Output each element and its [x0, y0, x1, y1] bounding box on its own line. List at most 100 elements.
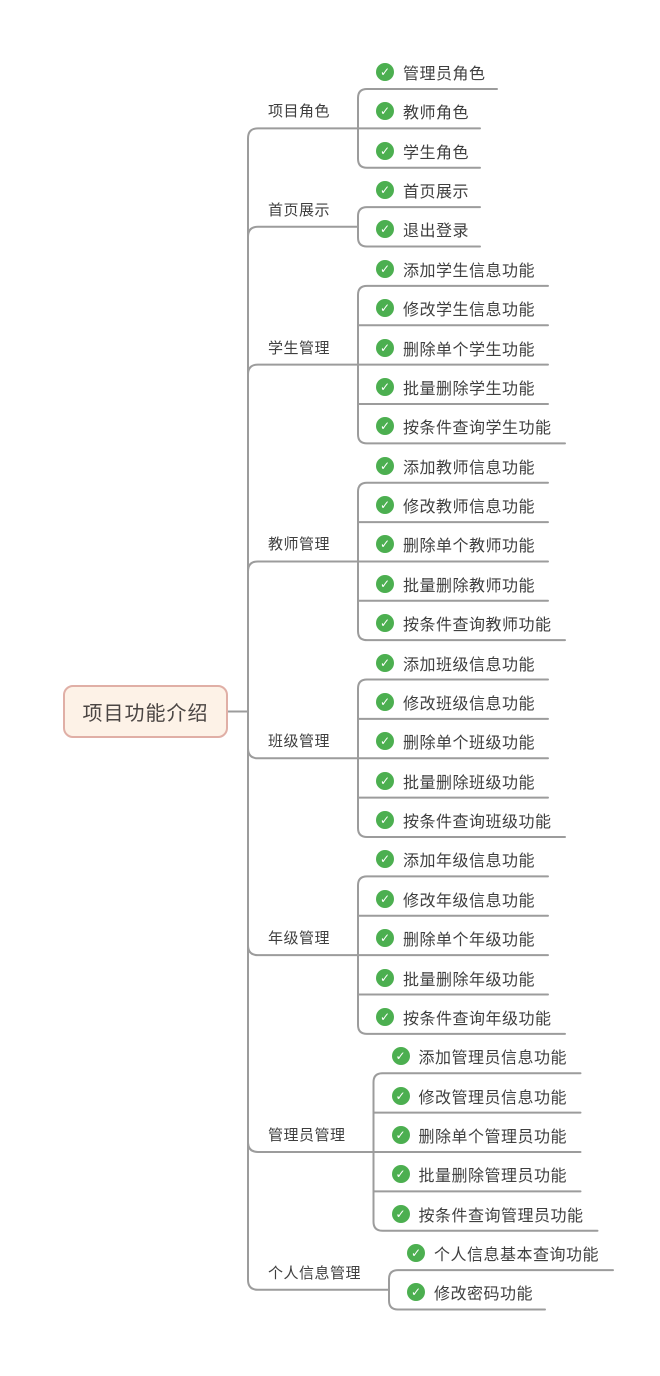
leaf-topic-label: 批量删除管理员功能 [418, 1166, 568, 1186]
leaf-topic[interactable]: ✓ 删除单个学生功能 [376, 335, 535, 361]
leaf-topic-label: 教师角色 [403, 103, 470, 123]
leaf-topic-label: 修改班级信息功能 [403, 693, 536, 713]
check-circle-icon: ✓ [376, 181, 394, 200]
leaf-topic[interactable]: ✓ 批量删除教师功能 [376, 571, 535, 597]
check-circle-icon: ✓ [376, 535, 394, 554]
check-circle-icon: ✓ [391, 1125, 410, 1144]
leaf-topic-label: 删除单个管理员功能 [418, 1126, 568, 1146]
leaf-topic[interactable]: ✓ 按条件查询教师功能 [376, 610, 552, 636]
leaf-topic[interactable]: ✓ 删除单个管理员功能 [391, 1122, 568, 1148]
check-circle-icon: ✓ [391, 1165, 410, 1184]
leaf-topic[interactable]: ✓ 修改学生信息功能 [376, 295, 535, 321]
check-circle-icon: ✓ [391, 1047, 410, 1066]
branch-topic[interactable]: 管理员管理 [268, 1125, 346, 1144]
branch-topic[interactable]: 教师管理 [268, 535, 331, 554]
branch-topic[interactable]: 个人信息管理 [268, 1263, 362, 1282]
check-circle-icon: ✓ [376, 771, 394, 790]
leaf-topic[interactable]: ✓ 个人信息基本查询功能 [407, 1240, 599, 1266]
leaf-topic[interactable]: ✓ 删除单个班级功能 [376, 728, 535, 754]
leaf-topic-label: 批量删除年级功能 [403, 969, 536, 989]
leaf-topic[interactable]: ✓学生角色 [376, 138, 469, 164]
leaf-topic[interactable]: ✓ 批量删除学生功能 [376, 374, 535, 400]
check-circle-icon: ✓ [376, 102, 394, 121]
leaf-topic-label: 管理员角色 [403, 64, 486, 83]
leaf-topic[interactable]: ✓ 按条件查询管理员功能 [391, 1201, 584, 1227]
branch-topic[interactable]: 班级管理 [268, 732, 331, 751]
leaf-topic[interactable]: ✓ 修改密码功能 [407, 1279, 533, 1305]
check-circle-icon: ✓ [376, 299, 394, 318]
leaf-topic[interactable]: ✓ 添加学生信息功能 [376, 256, 535, 282]
check-circle-icon: ✓ [376, 496, 394, 515]
leaf-topic-label: 批量删除班级功能 [403, 772, 536, 792]
leaf-topic[interactable]: ✓ 删除单个教师功能 [376, 531, 535, 557]
leaf-topic-label: 删除单个学生功能 [403, 339, 536, 359]
branch-topic[interactable]: 学生管理 [268, 338, 331, 357]
leaf-topic-label: 按条件查询班级功能 [403, 812, 552, 832]
check-circle-icon: ✓ [376, 417, 394, 436]
check-circle-icon: ✓ [391, 1086, 410, 1105]
check-circle-icon: ✓ [376, 377, 394, 396]
leaf-topic[interactable]: ✓添加管理员信息功能 [391, 1043, 568, 1069]
check-circle-icon: ✓ [407, 1244, 425, 1263]
leaf-topic[interactable]: ✓ 批量删除年级功能 [376, 965, 535, 991]
leaf-topic[interactable]: ✓ 添加班级信息功能 [376, 650, 535, 676]
leaf-topic-label: 添加班级信息功能 [403, 654, 536, 674]
leaf-topic[interactable]: ✓修改管理员信息功能 [391, 1083, 568, 1109]
leaf-topic-label: 退出登录 [403, 221, 470, 241]
check-circle-icon: ✓ [376, 653, 394, 672]
leaf-topic[interactable]: ✓添加教师信息功能 [376, 453, 535, 479]
leaf-topic-label: 按条件查询管理员功能 [418, 1205, 584, 1225]
leaf-topic[interactable]: ✓ 按条件查询班级功能 [376, 807, 552, 833]
leaf-topic[interactable]: ✓ 退出登录 [376, 216, 469, 242]
leaf-topic-label: 添加年级信息功能 [403, 851, 536, 871]
leaf-topic-label: 个人信息基本查询功能 [434, 1245, 600, 1265]
check-circle-icon: ✓ [376, 889, 394, 908]
leaf-topic-label: 修改密码功能 [434, 1284, 534, 1304]
leaf-topic[interactable]: ✓ 批量删除管理员功能 [391, 1161, 568, 1187]
leaf-topic[interactable]: ✓按条件查询学生功能 [376, 413, 552, 439]
check-circle-icon: ✓ [376, 732, 394, 751]
check-circle-icon: ✓ [376, 63, 394, 81]
check-circle-icon: ✓ [376, 614, 394, 633]
branch-topic[interactable]: 年级管理 [268, 929, 331, 948]
check-circle-icon: ✓ [376, 259, 394, 278]
check-circle-icon: ✓ [376, 692, 394, 711]
leaf-topic[interactable]: ✓ 管理员角色 [376, 59, 486, 85]
check-circle-icon: ✓ [407, 1283, 425, 1302]
leaf-topic[interactable]: ✓删除单个年级功能 [376, 925, 535, 951]
leaf-topic[interactable]: ✓ 添加年级信息功能 [376, 846, 535, 872]
leaf-topic[interactable]: ✓ 修改教师信息功能 [376, 492, 535, 518]
leaf-topic[interactable]: ✓ 批量删除班级功能 [376, 768, 535, 794]
leaf-topic[interactable]: ✓ 教师角色 [376, 98, 469, 124]
leaf-topic-label: 修改教师信息功能 [403, 497, 536, 517]
check-circle-icon: ✓ [376, 338, 394, 357]
check-circle-icon: ✓ [376, 1007, 394, 1026]
leaf-topic-label: 删除单个班级功能 [403, 733, 536, 753]
check-circle-icon: ✓ [376, 811, 394, 830]
leaf-topic-label: 添加学生信息功能 [403, 260, 536, 280]
branch-topic[interactable]: 首页展示 [268, 200, 331, 219]
leaf-topic-label: 删除单个教师功能 [403, 536, 536, 556]
leaf-topic[interactable]: ✓ 首页展示 [376, 177, 469, 203]
leaf-topic[interactable]: ✓ 修改年级信息功能 [376, 886, 535, 912]
leaf-topic-label: 修改年级信息功能 [403, 890, 536, 910]
leaf-topic-label: 批量删除学生功能 [403, 378, 536, 398]
check-circle-icon: ✓ [391, 1204, 410, 1223]
leaf-topic-label: 首页展示 [403, 182, 470, 202]
leaf-topic-label: 按条件查询教师功能 [403, 615, 552, 635]
leaf-topic[interactable]: ✓ 修改班级信息功能 [376, 689, 535, 715]
check-circle-icon: ✓ [376, 850, 394, 869]
check-circle-icon: ✓ [376, 968, 394, 987]
leaf-topic-label: 批量删除教师功能 [403, 575, 536, 595]
branch-topic[interactable]: 项目角色 [268, 102, 331, 121]
leaf-topic-label: 修改学生信息功能 [403, 300, 536, 320]
root-topic[interactable]: 项目功能介绍 [63, 685, 228, 738]
leaf-topic[interactable]: ✓ 按条件查询年级功能 [376, 1004, 552, 1030]
leaf-topic-label: 按条件查询年级功能 [403, 1008, 552, 1028]
check-circle-icon: ✓ [376, 574, 394, 593]
check-circle-icon: ✓ [376, 141, 394, 160]
check-circle-icon: ✓ [376, 220, 394, 239]
check-circle-icon: ✓ [376, 456, 394, 475]
check-circle-icon: ✓ [376, 929, 394, 948]
